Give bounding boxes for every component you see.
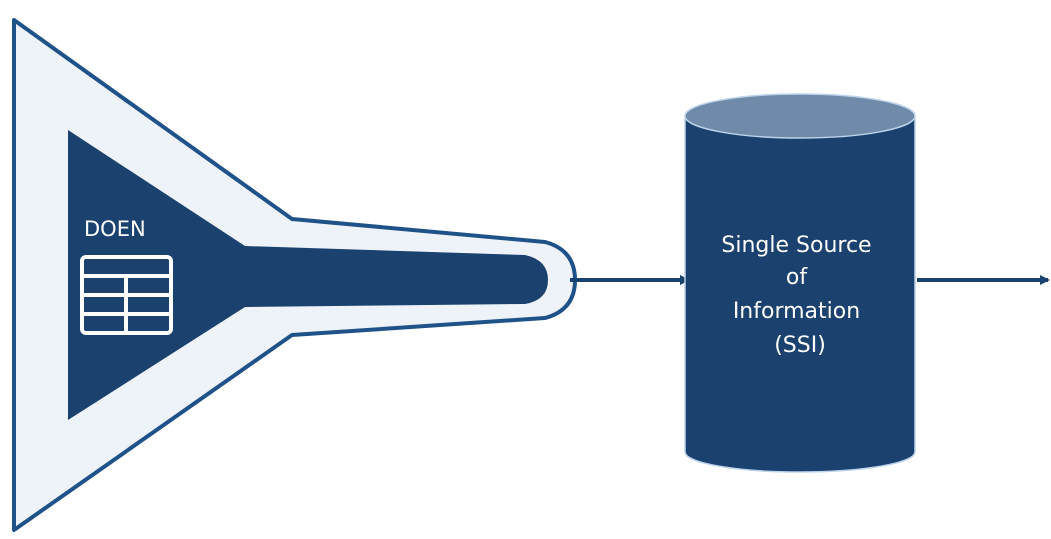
database-label-line-4: (SSI) bbox=[774, 333, 826, 358]
database-body bbox=[684, 115, 916, 473]
database-label-line-2: of bbox=[786, 265, 808, 290]
database-label: Single Source of Information (SSI) bbox=[721, 233, 878, 358]
database-top bbox=[684, 93, 916, 139]
funnel-inner bbox=[68, 130, 548, 420]
funnel: DOEN bbox=[12, 18, 577, 532]
database-label-line-3: Information bbox=[733, 299, 860, 324]
database-label-line-1: Single Source bbox=[721, 233, 871, 258]
database-cylinder: Single Source of Information (SSI) bbox=[684, 93, 916, 473]
funnel-label: DOEN bbox=[84, 217, 146, 241]
table-icon bbox=[80, 255, 173, 335]
